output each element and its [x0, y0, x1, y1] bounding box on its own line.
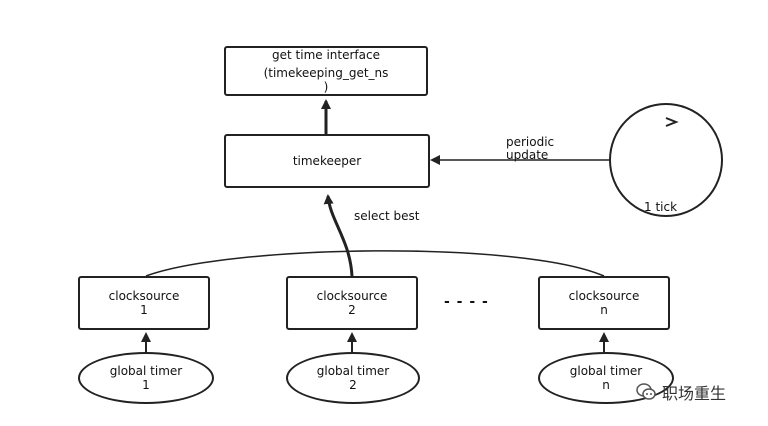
periodic-line: periodic — [506, 135, 555, 149]
clocksource-node: clocksource 2 — [286, 276, 418, 330]
periodic-update-label: periodic update — [506, 136, 554, 162]
get-time-line1: get time interface — [272, 48, 380, 62]
clocksource-title: clocksource — [568, 289, 640, 303]
wechat-icon — [636, 383, 656, 400]
global-timer-node: global timer 2 — [286, 352, 420, 404]
clocksource-index: n — [600, 303, 608, 317]
update-line: update — [506, 148, 549, 162]
global-timer-index: 2 — [349, 378, 357, 392]
global-timer-index: 1 — [142, 378, 150, 392]
timekeeper-label: timekeeper — [292, 154, 362, 168]
get-time-interface-node: get time interface (timekeeping_get_ns ) — [224, 46, 428, 96]
global-timer-node: global timer 1 — [78, 352, 214, 404]
timekeeper-node: timekeeper — [224, 134, 430, 188]
select-best-label: select best — [354, 209, 420, 223]
get-time-line2: (timekeeping_get_ns — [263, 66, 389, 80]
tick-circle-arrowhead — [665, 117, 679, 127]
watermark: 职场重生 — [636, 380, 726, 404]
clocksource-node: clocksource n — [538, 276, 670, 330]
global-timer-title: global timer — [316, 364, 390, 378]
clocksource-title: clocksource — [316, 289, 388, 303]
clocksource-index: 2 — [348, 303, 356, 317]
global-timer-title: global timer — [569, 364, 643, 378]
tick-circle — [609, 103, 723, 217]
tick-label: 1 tick — [644, 200, 678, 214]
clocksource-node: clocksource 1 — [78, 276, 210, 330]
global-timer-title: global timer — [109, 364, 183, 378]
watermark-text: 职场重生 — [662, 384, 727, 403]
global-timer-index: n — [602, 378, 610, 392]
clocksource-index: 1 — [140, 303, 148, 317]
get-time-line3: ) — [323, 80, 329, 94]
clocksource-arc — [145, 250, 605, 277]
clocksource-title: clocksource — [108, 289, 180, 303]
ellipsis-label: - - - - — [444, 294, 489, 310]
edge-select-best — [323, 194, 354, 277]
